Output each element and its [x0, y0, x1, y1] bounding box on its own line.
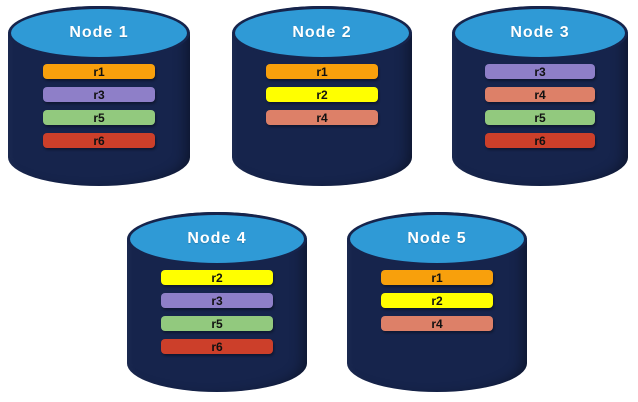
replica-bar[interactable]: r4	[266, 110, 378, 125]
replica-bar[interactable]: r4	[485, 87, 595, 102]
replica-bar[interactable]: r1	[266, 64, 378, 79]
replica-stack: r3 r4 r5 r6	[485, 64, 595, 148]
cylinder-top-icon	[127, 212, 307, 266]
replica-bar[interactable]: r5	[485, 110, 595, 125]
replica-stack: r1 r2 r4	[266, 64, 378, 125]
replica-stack: r2 r3 r5 r6	[161, 270, 273, 354]
replica-bar[interactable]: r2	[161, 270, 273, 285]
replica-stack: r1 r3 r5 r6	[42, 64, 156, 148]
cylinder-top-icon	[347, 212, 527, 266]
replica-bar[interactable]: r3	[42, 87, 156, 102]
replica-bar[interactable]: r3	[161, 293, 273, 308]
replica-bar[interactable]: r5	[161, 316, 273, 331]
replica-bar[interactable]: r5	[42, 110, 156, 125]
replica-bar[interactable]: r1	[42, 64, 156, 79]
replica-bar[interactable]: r3	[485, 64, 595, 79]
replica-bar[interactable]: r6	[42, 133, 156, 148]
replica-bar[interactable]: r2	[381, 293, 493, 308]
replica-bar[interactable]: r6	[161, 339, 273, 354]
replica-stack: r1 r2 r4	[381, 270, 493, 331]
replica-bar[interactable]: r6	[485, 133, 595, 148]
replica-bar[interactable]: r1	[381, 270, 493, 285]
cylinder-top-icon	[232, 6, 412, 60]
replica-bar[interactable]: r4	[381, 316, 493, 331]
cylinder-top-icon	[8, 6, 190, 60]
replica-bar[interactable]: r2	[266, 87, 378, 102]
cylinder-top-icon	[452, 6, 628, 60]
